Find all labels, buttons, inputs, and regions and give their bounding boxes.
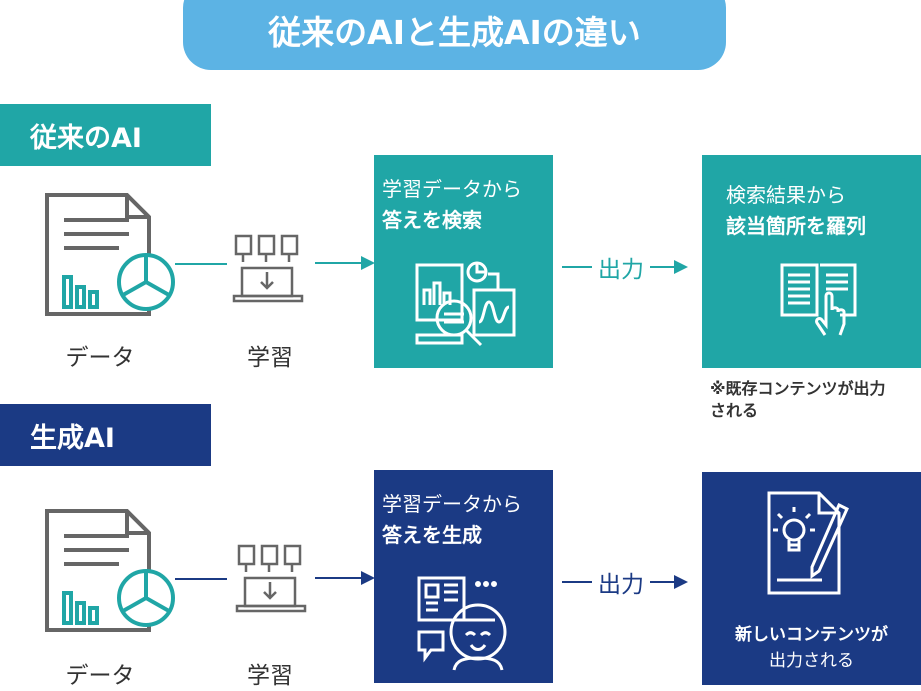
- data-label: データ: [65, 663, 135, 689]
- generative-ai-banner: 生成AI: [0, 404, 211, 466]
- note-line1: ※既存コンテンツが出力: [710, 379, 886, 398]
- output-label: 出力: [598, 572, 644, 598]
- process-line1: 学習データから: [382, 177, 522, 201]
- result-line2: 該当箇所を羅列: [726, 214, 866, 238]
- learning-laptop-icon: [232, 234, 304, 303]
- note-line2: される: [710, 401, 759, 420]
- data-document-icon: [45, 193, 175, 316]
- arrow: [315, 571, 375, 585]
- connector-line: [175, 578, 227, 580]
- data-document-icon: [45, 509, 175, 632]
- generate-process-box: 学習データから 答えを生成: [374, 470, 553, 683]
- learn-label: 学習: [247, 663, 293, 689]
- learn-label: 学習: [247, 345, 293, 371]
- result-line2: 出力される: [769, 651, 854, 671]
- traditional-ai-banner: 従来のAI: [0, 104, 211, 166]
- process-line2: 答えを生成: [382, 523, 482, 547]
- new-content-box: 新しいコンテンツが 出力される: [702, 472, 921, 685]
- learning-laptop-icon: [235, 544, 307, 613]
- result-line1: 新しいコンテンツが: [735, 625, 888, 645]
- output-arrow: 出力: [562, 565, 688, 599]
- idea-document-pencil-icon: [767, 491, 849, 595]
- output-arrow: 出力: [562, 250, 688, 284]
- page-title: 従来のAIと生成AIの違い: [183, 0, 726, 70]
- existing-content-note: ※既存コンテンツが出力される: [710, 378, 886, 422]
- result-line1: 検索結果から: [726, 183, 846, 207]
- data-analysis-search-icon: [415, 261, 516, 347]
- process-line2: 答えを検索: [382, 208, 482, 232]
- data-label: データ: [65, 345, 135, 371]
- creative-thinking-icon: [417, 576, 507, 671]
- search-process-box: 学習データから 答えを検索: [374, 155, 553, 368]
- process-line1: 学習データから: [382, 492, 522, 516]
- connector-line: [175, 263, 227, 265]
- arrow: [315, 256, 375, 270]
- search-result-box: 検索結果から 該当箇所を羅列: [702, 155, 921, 368]
- book-pointer-icon: [780, 263, 857, 336]
- output-label: 出力: [598, 257, 644, 283]
